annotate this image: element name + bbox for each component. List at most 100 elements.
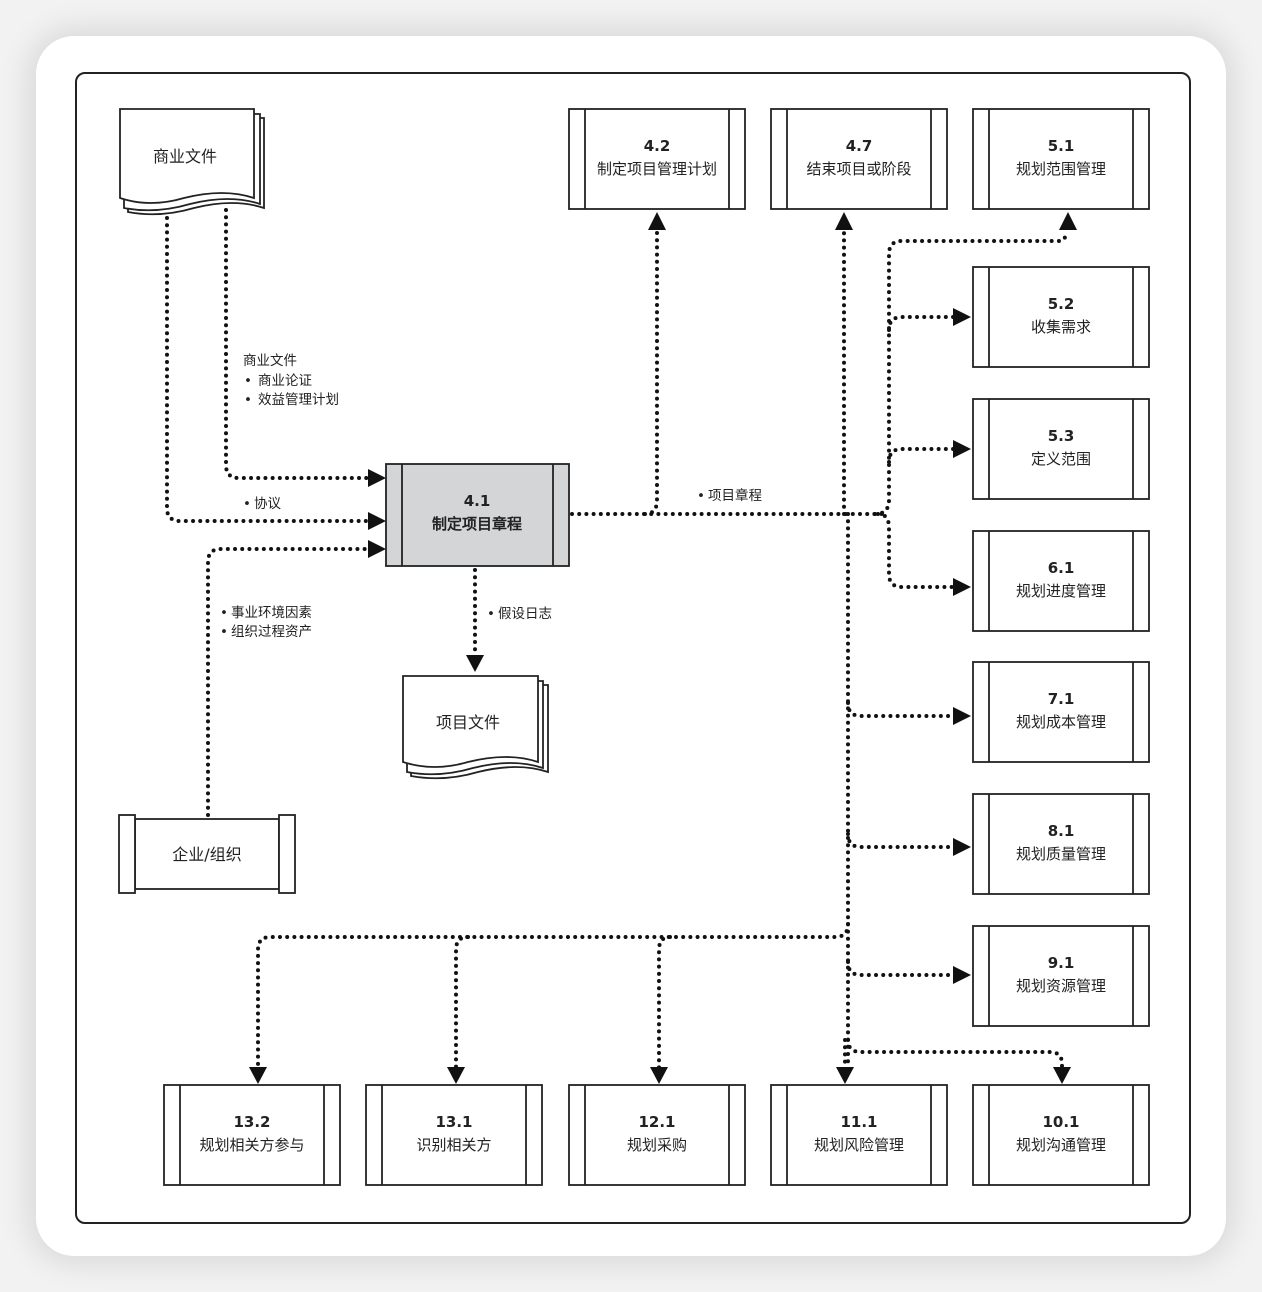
process-name: 结束项目或阶段 bbox=[806, 160, 911, 178]
process-box bbox=[972, 398, 1150, 500]
central-process-box bbox=[385, 463, 570, 567]
label-benefits-plan: 效益管理计划 bbox=[258, 392, 339, 408]
bullet: • bbox=[244, 373, 252, 389]
enterprise-right-cap bbox=[278, 814, 296, 894]
process-number: 11.1 bbox=[840, 1113, 877, 1131]
process-box bbox=[163, 1084, 341, 1186]
process-name: 制定项目章程 bbox=[432, 515, 522, 533]
arrowhead-10-1 bbox=[1053, 1067, 1071, 1084]
process-name: 规划成本管理 bbox=[1016, 713, 1106, 731]
process-number: 4.2 bbox=[644, 137, 671, 155]
arrowhead-in-3 bbox=[368, 540, 386, 558]
process-5-3[interactable]: 5.3 定义范围 bbox=[972, 398, 1150, 500]
process-box bbox=[972, 661, 1150, 763]
label-business-docs-title: 商业文件 bbox=[243, 353, 297, 369]
process-number: 7.1 bbox=[1048, 690, 1075, 708]
arrowhead-7-1 bbox=[953, 707, 971, 725]
flow-business-docs bbox=[224, 208, 372, 480]
process-number: 4.1 bbox=[464, 492, 491, 510]
arrowheads bbox=[249, 212, 1077, 1084]
process-box bbox=[568, 108, 746, 210]
flow-to-8-1 bbox=[846, 832, 957, 849]
arrowhead-12-1 bbox=[650, 1067, 668, 1084]
process-box bbox=[770, 1084, 948, 1186]
process-name: 定义范围 bbox=[1031, 450, 1091, 468]
project-documents[interactable]: 项目文件 bbox=[402, 675, 549, 780]
bullet: • bbox=[244, 392, 252, 408]
bullet: • bbox=[220, 605, 228, 621]
process-number: 4.7 bbox=[846, 137, 873, 155]
arrowhead-8-1 bbox=[953, 838, 971, 856]
label-business-case: 商业论证 bbox=[258, 373, 312, 389]
flow-to-5-3 bbox=[887, 447, 957, 464]
process-box bbox=[972, 1084, 1150, 1186]
flow-to-12-1 bbox=[657, 935, 672, 1070]
flow-to-13-1 bbox=[454, 935, 470, 1070]
enterprise-label: 企业/组织 bbox=[172, 845, 241, 864]
bullet: • bbox=[487, 606, 495, 622]
process-number: 12.1 bbox=[638, 1113, 675, 1131]
flow-to-5-1 bbox=[873, 230, 1068, 516]
label-assumption-log: 假设日志 bbox=[498, 606, 552, 622]
business-documents[interactable]: 商业文件 bbox=[119, 108, 265, 216]
process-4-1-develop-project-charter[interactable]: 4.1 制定项目章程 bbox=[385, 463, 570, 567]
flow-labels: 商业文件 • 商业论证 • 效益管理计划 • 协议 • 事业环境因素 • 组织过… bbox=[220, 353, 762, 640]
flow-to-5-2 bbox=[887, 315, 957, 332]
process-11-1[interactable]: 11.1 规划风险管理 bbox=[770, 1084, 948, 1186]
flow-to-7-1 bbox=[846, 701, 957, 718]
arrowhead-in-2 bbox=[368, 512, 386, 530]
process-13-2[interactable]: 13.2 规划相关方参与 bbox=[163, 1084, 341, 1186]
arrowhead-9-1 bbox=[953, 966, 971, 984]
process-9-1[interactable]: 9.1 规划资源管理 bbox=[972, 925, 1150, 1027]
process-name: 规划风险管理 bbox=[814, 1136, 904, 1154]
business-documents-label: 商业文件 bbox=[153, 147, 217, 166]
process-name: 规划沟通管理 bbox=[1016, 1136, 1106, 1154]
process-number: 5.2 bbox=[1048, 295, 1075, 313]
flow-to-6-1 bbox=[876, 512, 957, 589]
label-eef: 事业环境因素 bbox=[231, 605, 312, 621]
process-7-1[interactable]: 7.1 规划成本管理 bbox=[972, 661, 1150, 763]
doc-sheet-front bbox=[119, 108, 255, 204]
bullet: • bbox=[220, 624, 228, 640]
process-name: 规划相关方参与 bbox=[199, 1136, 304, 1154]
doc-sheet-front bbox=[402, 675, 539, 768]
arrowhead-4-7 bbox=[835, 212, 853, 230]
process-name: 制定项目管理计划 bbox=[597, 160, 717, 178]
flow-enterprise bbox=[206, 547, 372, 817]
process-6-1[interactable]: 6.1 规划进度管理 bbox=[972, 530, 1150, 632]
process-4-2[interactable]: 4.2 制定项目管理计划 bbox=[568, 108, 746, 210]
arrowhead-5-1 bbox=[1059, 212, 1077, 230]
arrowhead-4-2 bbox=[648, 212, 666, 230]
enterprise-organization[interactable]: 企业/组织 bbox=[118, 814, 296, 894]
process-box bbox=[972, 266, 1150, 368]
bullet: • bbox=[243, 496, 251, 512]
arrowhead-5-3 bbox=[953, 440, 971, 458]
process-name: 规划资源管理 bbox=[1016, 977, 1106, 995]
process-number: 13.2 bbox=[233, 1113, 270, 1131]
process-number: 13.1 bbox=[435, 1113, 472, 1131]
arrowhead-13-2 bbox=[249, 1067, 267, 1084]
process-number: 9.1 bbox=[1048, 954, 1075, 972]
process-number: 6.1 bbox=[1048, 559, 1075, 577]
process-box bbox=[365, 1084, 543, 1186]
process-4-7[interactable]: 4.7 结束项目或阶段 bbox=[770, 108, 948, 210]
label-project-charter: 项目章程 bbox=[708, 487, 762, 504]
process-name: 规划进度管理 bbox=[1016, 582, 1106, 600]
label-agreements: 协议 bbox=[254, 496, 281, 512]
arrowhead-11-1 bbox=[836, 1067, 854, 1084]
process-box bbox=[972, 793, 1150, 895]
process-number: 5.3 bbox=[1048, 427, 1075, 445]
flow-to-10-1 bbox=[846, 1038, 1064, 1070]
diagram-frame bbox=[75, 72, 1191, 1224]
process-box bbox=[770, 108, 948, 210]
project-documents-label: 项目文件 bbox=[436, 713, 500, 732]
connectors bbox=[165, 208, 1068, 1070]
